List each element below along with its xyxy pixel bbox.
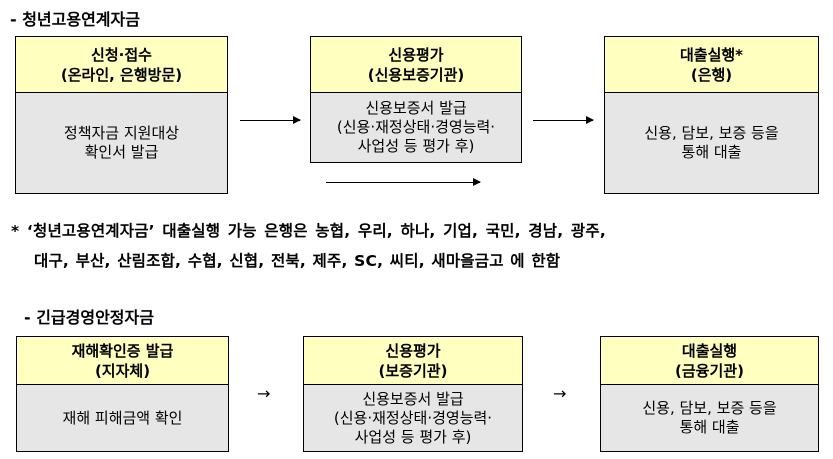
box-body: 정책자금 지원대상 확인서 발급 <box>16 93 227 193</box>
body-line: 신용, 담보, 보증 등을 <box>644 124 779 142</box>
section1-title: - 청년고용연계자금 <box>10 10 140 29</box>
body-line: 사업성 등 평가 후) <box>357 137 475 155</box>
header-line: 대출실행* <box>679 45 744 64</box>
section2-title: - 긴급경영안정자금 <box>24 308 154 327</box>
disaster-confirmation-box: 재해확인증 발급 (지자체) 재해 피해금액 확인 <box>16 336 229 452</box>
header-line: 신용평가 <box>385 341 441 360</box>
header-line: 대출실행 <box>681 341 738 360</box>
box-header: 신용평가 (신용보증기관) <box>311 37 521 93</box>
header-line: (온라인, 은행방문) <box>60 65 183 84</box>
header-line: (보증기관) <box>378 361 448 380</box>
bank-note-line2: 대구, 부산, 산림조합, 수협, 신협, 전북, 제주, SC, 씨티, 새마… <box>34 252 561 270</box>
body-line: 신용, 담보, 보증 등을 <box>642 399 777 417</box>
body-line: 신용보증서 발급 <box>362 389 464 408</box>
body-line: 통해 대출 <box>679 418 740 436</box>
credit-evaluation-box: 신용평가 (신용보증기관) 신용보증서 발급 (신용·재정상태·경영능력· 사업… <box>310 36 522 163</box>
box-body: 신용보증서 발급 (신용·재정상태·경영능력· 사업성 등 평가 후) <box>311 93 521 162</box>
application-box: 신청·접수 (온라인, 은행방문) 정책자금 지원대상 확인서 발급 <box>15 36 228 194</box>
body-line: (신용·재정상태·경영능력· <box>336 118 496 136</box>
box-header: 신청·접수 (온라인, 은행방문) <box>16 37 227 93</box>
flow-arrow <box>533 116 594 124</box>
body-line: 확인서 발급 <box>84 143 159 161</box>
flow-arrow <box>240 116 301 124</box>
box-body: 재해 피해금액 확인 <box>17 385 228 451</box>
box-header: 재해확인증 발급 (지자체) <box>17 337 228 385</box>
loan-execution-box: 대출실행 (금융기관) 신용, 담보, 보증 등을 통해 대출 <box>600 336 819 452</box>
box-body: 신용, 담보, 보증 등을 통해 대출 <box>601 385 818 451</box>
header-line: (지자체) <box>94 361 151 380</box>
body-line: 신용보증서 발급 <box>365 99 467 117</box>
body-line: 통해 대출 <box>681 143 742 161</box>
box-header: 대출실행 (금융기관) <box>601 337 818 385</box>
flow-arrow: → <box>257 384 271 403</box>
header-line: 신청·접수 <box>91 45 152 64</box>
credit-evaluation-box: 신용평가 (보증기관) 신용보증서 발급 (신용·재정상태·경영능력· 사업성 … <box>303 336 523 452</box>
box-body: 신용보증서 발급 (신용·재정상태·경영능력· 사업성 등 평가 후) <box>304 385 522 451</box>
body-line: 정책자금 지원대상 <box>63 124 180 142</box>
flow-arrow <box>326 178 481 186</box>
loan-execution-box: 대출실행* (은행) 신용, 담보, 보증 등을 통해 대출 <box>604 36 819 194</box>
body-line: (신용·재정상태·경영능력· <box>333 408 493 427</box>
box-header: 신용평가 (보증기관) <box>304 337 522 385</box>
header-line: (금융기관) <box>675 361 744 380</box>
header-line: (신용보증기관) <box>367 65 465 84</box>
body-line: 사업성 등 평가 후) <box>354 427 472 446</box>
box-body: 신용, 담보, 보증 등을 통해 대출 <box>605 93 818 193</box>
header-line: (은행) <box>690 65 733 84</box>
header-line: 재해확인증 발급 <box>71 341 174 360</box>
header-line: 신용평가 <box>388 45 444 64</box>
body-line: 재해 피해금액 확인 <box>62 408 183 427</box>
bank-note-line1: * ‘청년고용연계자금’ 대출실행 가능 은행은 농협, 우리, 하나, 기업,… <box>11 222 606 240</box>
flow-arrow: → <box>553 384 567 403</box>
box-header: 대출실행* (은행) <box>605 37 818 93</box>
